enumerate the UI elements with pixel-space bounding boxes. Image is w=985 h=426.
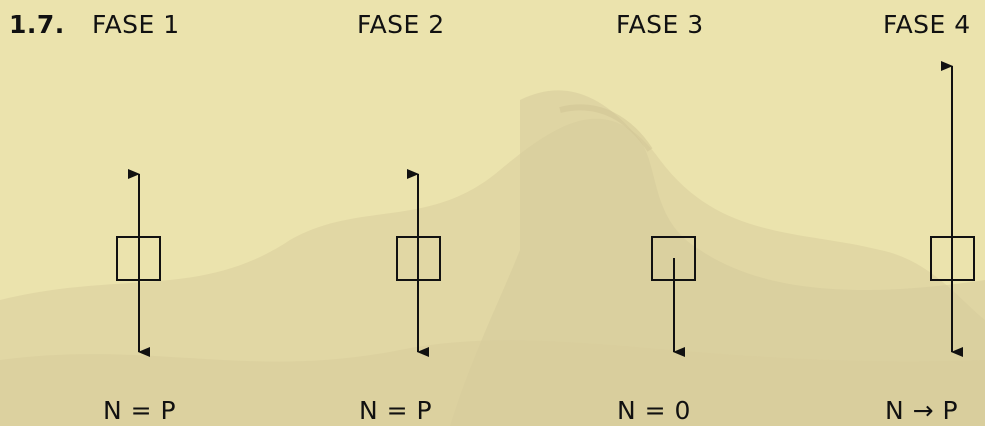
phase-1-relation: N = P (103, 396, 177, 425)
phase-4-title: FASE 4 (883, 10, 971, 39)
phase-1-diagram (116, 169, 161, 357)
phase-3-title: FASE 3 (616, 10, 704, 39)
section-number: 1.7. (9, 10, 65, 39)
phase-3-diagram (651, 236, 696, 357)
phase-2-relation: N = P (359, 396, 433, 425)
phase-2-title: FASE 2 (357, 10, 445, 39)
phase-2-diagram (396, 169, 441, 357)
phase-3-relation: N = 0 (617, 396, 691, 425)
phase-4-diagram (930, 61, 975, 357)
phase-1-title: FASE 1 (92, 10, 180, 39)
phase-4-relation: N → P (885, 396, 959, 425)
